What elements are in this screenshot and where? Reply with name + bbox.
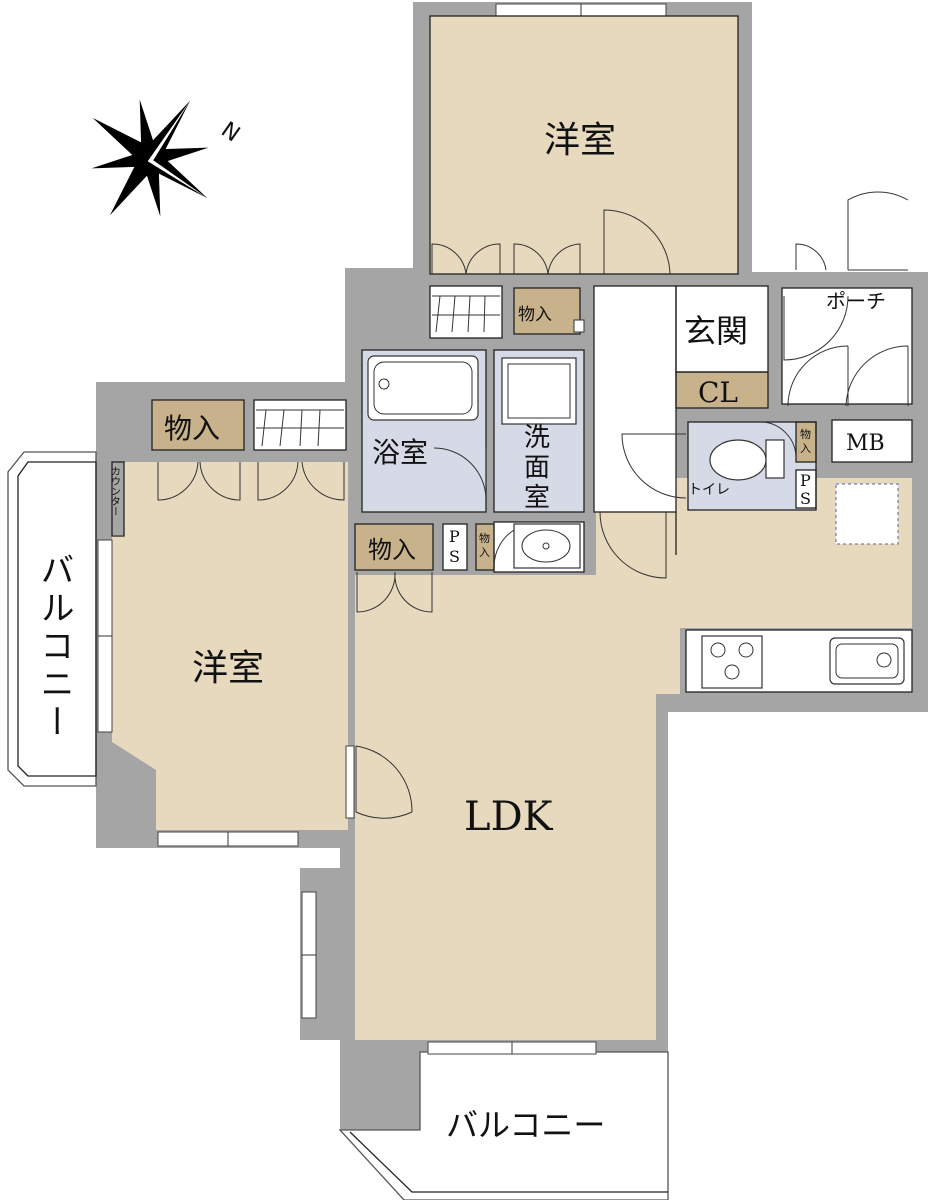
washroom-label-2: 面 xyxy=(524,453,550,483)
windows xyxy=(97,3,667,1055)
sink xyxy=(829,637,905,685)
storage-toilet-label-2: 入 xyxy=(800,442,811,455)
entry-hall-floor xyxy=(594,286,676,512)
storage-small-label-2: 入 xyxy=(479,546,490,559)
ps-1-label-a: P xyxy=(449,527,460,546)
stove xyxy=(701,635,763,689)
mb-label: MB xyxy=(846,431,885,456)
room-fills xyxy=(112,16,912,1040)
closet-floor xyxy=(676,372,768,408)
genkan-floor xyxy=(676,286,768,372)
balconies xyxy=(7,451,669,1200)
balcony-left-label: バルコニー xyxy=(34,552,74,742)
wardrobe-rails xyxy=(256,295,500,447)
ldk-floor xyxy=(355,478,912,1040)
fixtures xyxy=(367,319,905,689)
ldk-label: LDK xyxy=(464,794,554,840)
porch-label: ポーチ xyxy=(826,289,886,313)
compass-north-label: N xyxy=(216,117,244,147)
bedroom-top-floor xyxy=(430,16,738,274)
bedroom-left-floor xyxy=(112,462,348,830)
room-labels: 洋室 洋室 LDK 玄関 CL ポーチ MB 浴室 洗 面 室 トイレ 物入 物… xyxy=(34,120,886,1144)
balcony-bottom-label: バルコニー xyxy=(446,1106,605,1144)
storage-toilet-floor xyxy=(796,422,816,462)
ps-2-floor xyxy=(796,470,816,508)
ps-2-label-a: P xyxy=(800,471,811,490)
bedroom-top-label: 洋室 xyxy=(544,120,616,161)
bath-label: 浴室 xyxy=(372,436,428,469)
ps-2-label-b: S xyxy=(800,489,811,508)
vanity-basin xyxy=(513,523,581,569)
doors xyxy=(157,191,909,819)
genkan-label: 玄関 xyxy=(684,312,748,350)
bathtub xyxy=(367,355,479,421)
wardrobe-top-floor xyxy=(430,286,502,338)
storage-top-label: 物入 xyxy=(518,305,552,325)
mb-floor xyxy=(832,420,912,462)
closet-label: CL xyxy=(698,376,738,409)
storage-toilet-label-1: 物 xyxy=(800,427,811,441)
storage-small-label-1: 物 xyxy=(479,531,490,545)
storage-left-label: 物入 xyxy=(164,412,220,445)
storage-top-floor xyxy=(514,288,580,334)
washing-machine-space xyxy=(835,483,899,545)
storage-mid-floor xyxy=(355,524,433,570)
storage-left-floor xyxy=(152,400,244,450)
counter-label: カウンター xyxy=(109,466,121,516)
toilet-label: トイレ xyxy=(688,482,730,498)
washroom-label-3: 室 xyxy=(524,483,550,513)
bedroom-left-label: 洋室 xyxy=(192,648,264,689)
shower-pan xyxy=(501,357,577,425)
storage-small-floor xyxy=(476,524,494,570)
washroom-label-1: 洗 xyxy=(524,423,550,453)
storage-mid-label: 物入 xyxy=(368,536,416,564)
compass: N xyxy=(91,99,244,217)
ps-1-floor xyxy=(443,524,467,570)
ps-1-label-b: S xyxy=(449,547,460,566)
toilet-bowl xyxy=(709,439,767,481)
